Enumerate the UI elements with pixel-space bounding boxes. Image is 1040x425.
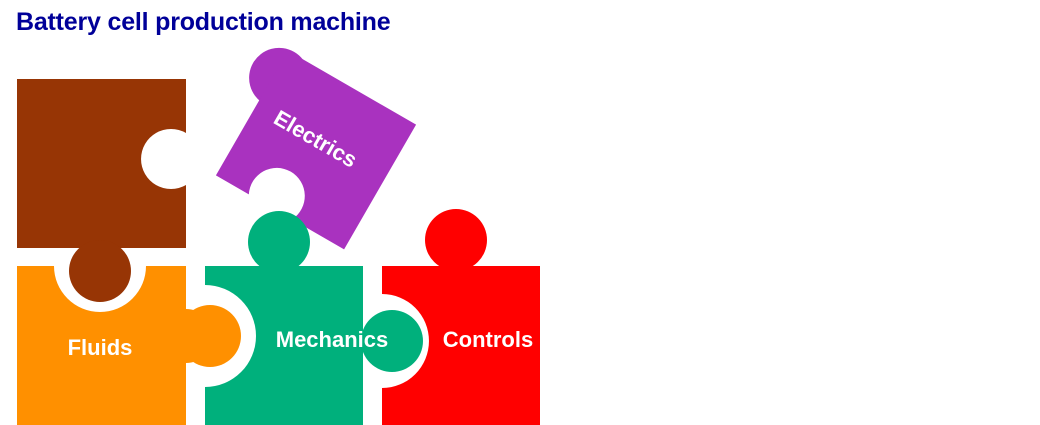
electrics-piece-body xyxy=(215,50,417,250)
puzzle-piece-fluids: Fluids xyxy=(17,266,241,425)
puzzle-piece-controls: Controls xyxy=(382,209,540,425)
brown-piece-body xyxy=(17,79,186,248)
fluids-piece-knob xyxy=(179,305,241,367)
fluids-piece-body xyxy=(17,266,213,425)
controls-piece-knob xyxy=(425,209,487,271)
puzzle-piece-brown xyxy=(17,79,186,302)
fluids-label: Fluids xyxy=(68,335,133,360)
mechanics-piece-body xyxy=(205,266,363,425)
page-title: Battery cell production machine xyxy=(16,8,391,36)
mechanics-label: Mechanics xyxy=(276,327,389,352)
puzzle-piece-electrics: Electrics xyxy=(215,47,417,250)
puzzle-piece-mechanics: Mechanics xyxy=(205,211,423,425)
brown-piece-knob xyxy=(69,240,131,302)
controls-piece-body xyxy=(382,266,540,425)
mechanics-piece-knob-top xyxy=(248,211,310,273)
controls-label: Controls xyxy=(443,327,533,352)
mechanics-piece-knob-right xyxy=(361,310,423,372)
